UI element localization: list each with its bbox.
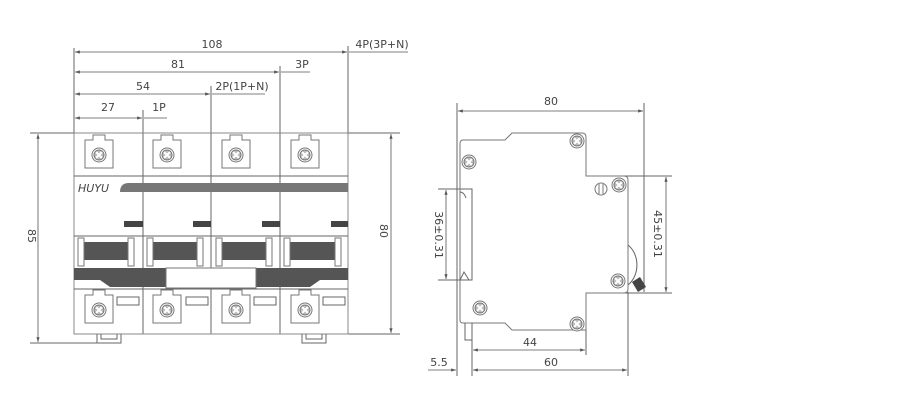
dim-36: 36±0.31 [432, 211, 445, 259]
dim-81: 81 [171, 58, 185, 71]
dim-45: 45±0.31 [651, 210, 664, 258]
brand-logo: HUYU [78, 182, 109, 195]
dim-5-5: 5.5 [430, 356, 448, 369]
label-1p: 1P [152, 101, 166, 114]
side-screws [461, 133, 627, 332]
dim-85: 85 [25, 229, 38, 243]
label-4p: 4P(3P+N) [355, 38, 408, 51]
dim-108: 108 [202, 38, 223, 51]
dim-80-height: 80 [377, 224, 390, 238]
side-view: 80 36±0.31 45±0.31 44 60 5.5 [428, 95, 672, 376]
dim-44: 44 [523, 336, 537, 349]
toggle-handles [74, 237, 348, 289]
dim-27: 27 [101, 101, 115, 114]
label-2p: 2P(1P+N) [215, 80, 268, 93]
dim-60: 60 [544, 356, 558, 369]
top-terminals [85, 135, 319, 168]
front-view: HUYU [25, 38, 409, 344]
dim-54: 54 [136, 80, 150, 93]
label-3p: 3P [295, 58, 309, 71]
dim-80-depth: 80 [544, 95, 558, 108]
bottom-terminals [85, 290, 346, 344]
